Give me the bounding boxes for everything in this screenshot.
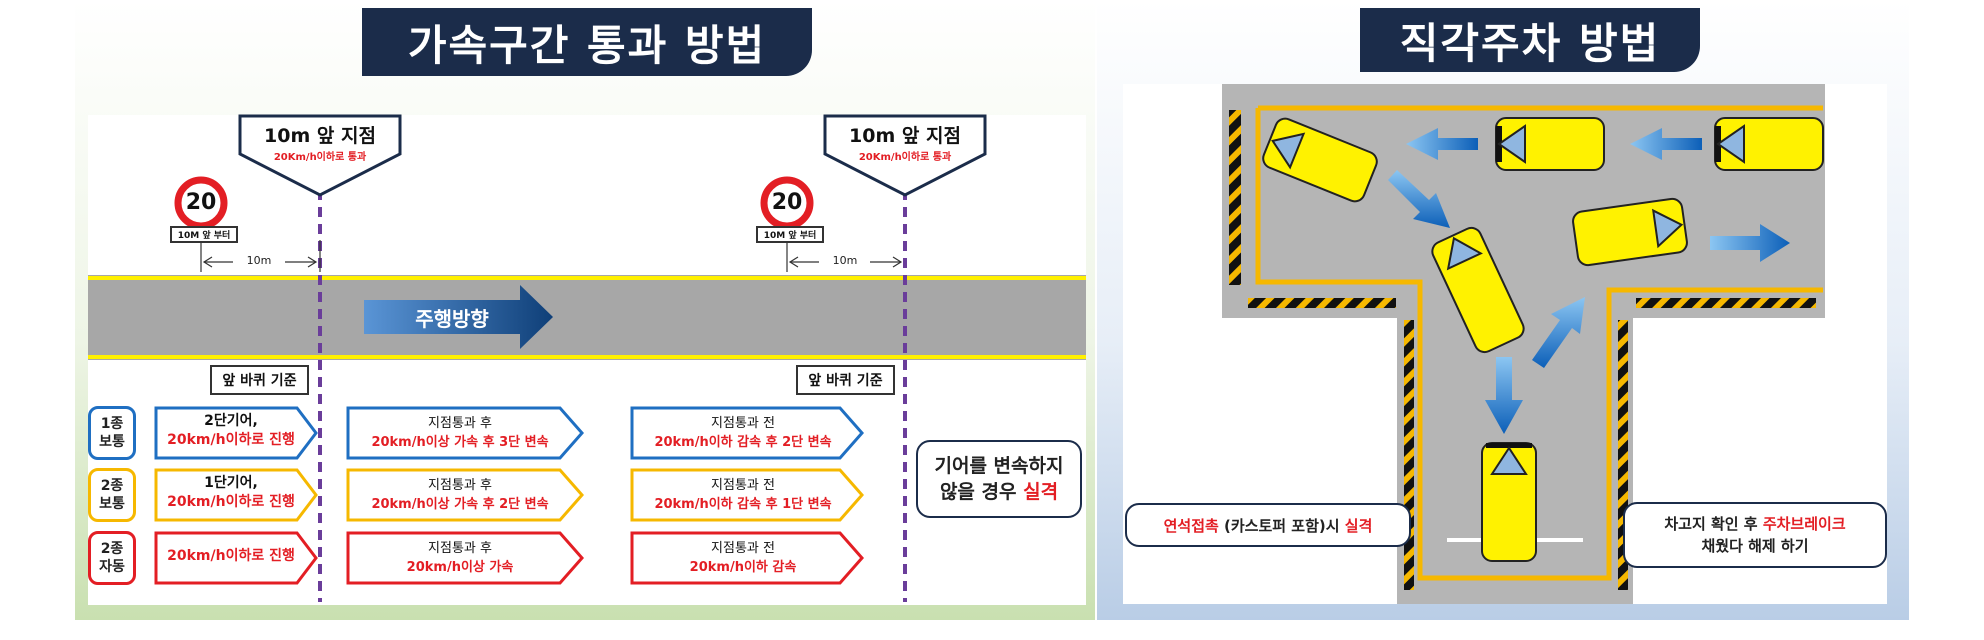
- arrow-up-exit: [1532, 297, 1585, 368]
- row-3-gear-text: 20km/h이하로 진행: [167, 548, 295, 564]
- acceleration-title: 가속구간 통과 방법: [362, 8, 812, 76]
- row-3-before-point-text: 지점통과 전 20km/h이하 감속: [689, 541, 797, 575]
- road-edge-line-top: [88, 276, 1086, 280]
- car-parked: [1481, 442, 1537, 562]
- car-step-4-reversing: [1431, 226, 1525, 354]
- curb-bottom-right: [1636, 298, 1816, 308]
- arrow-diagonal-down: [1388, 170, 1450, 228]
- speed-limit-value-left: 20: [185, 190, 217, 215]
- arrow-left-1: [1630, 128, 1702, 160]
- car-step-2: [1495, 117, 1605, 171]
- row-1-gear-text: 2단기어, 20km/h이하로 진행: [167, 413, 295, 448]
- marker-left-label: 10m 앞 지점 20Km/h이하로 통과: [264, 125, 376, 163]
- road: [88, 275, 1086, 360]
- row-1-after-point-text: 지점통과 후 20km/h이상 가속 후 3단 변속: [371, 416, 549, 450]
- speed-limit-value-right: 20: [771, 190, 803, 215]
- marker-right-label: 10m 앞 지점 20Km/h이하로 통과: [849, 125, 961, 163]
- curb-garage-right: [1618, 320, 1628, 590]
- arrow-down-into-garage: [1485, 357, 1523, 434]
- row-2-gear-text: 1단기어, 20km/h이하로 진행: [167, 475, 295, 510]
- gear-instruction-arrows: [154, 406, 864, 585]
- curb-left: [1229, 110, 1241, 285]
- road-edge-line-bottom: [88, 355, 1086, 359]
- row-2-after-point-text: 지점통과 후 20km/h이상 가속 후 2단 변속: [371, 478, 549, 512]
- marker-left-shape: [238, 114, 402, 197]
- parking-brake-note: 차고지 확인 후 주차브레이크 채웠다 해제 하기: [1623, 502, 1887, 568]
- curb-bottom-left: [1248, 298, 1396, 308]
- row-1-before-point-text: 지점통과 전 20km/h이하 감속 후 2단 변속: [654, 416, 832, 450]
- distance-label-left: 10m: [246, 254, 272, 267]
- direction-arrow: [364, 285, 553, 349]
- car-exiting: [1572, 197, 1688, 267]
- gear-fail-note: 기어를 변속하지 않을 경우 실격: [916, 440, 1082, 518]
- car-step-3-turning: [1262, 117, 1378, 203]
- wheel-reference-left: 앞 바퀴 기준: [210, 365, 309, 395]
- sign-caption-left: 10M 앞 부터: [170, 226, 238, 243]
- marker-right-shape: [823, 114, 987, 197]
- arrow-right-exit: [1710, 224, 1790, 262]
- wheel-reference-right: 앞 바퀴 기준: [796, 365, 895, 395]
- sign-caption-right: 10M 앞 부터: [756, 226, 824, 243]
- parking-title: 직각주차 방법: [1360, 8, 1700, 72]
- curb-garage-left: [1404, 320, 1414, 590]
- direction-label: 주행방향: [415, 307, 489, 331]
- row-2-before-point-text: 지점통과 전 20km/h이하 감속 후 1단 변속: [654, 478, 832, 512]
- curb-contact-fail-note: 연석접촉 (카스토퍼 포함)시 실격: [1125, 503, 1411, 547]
- arrow-left-2: [1406, 128, 1478, 160]
- parking-boundary-line: [1255, 105, 1823, 581]
- row-3-after-point-text: 지점통과 후 20km/h이상 가속: [406, 541, 514, 575]
- distance-label-right: 10m: [832, 254, 858, 267]
- car-start: [1714, 117, 1824, 171]
